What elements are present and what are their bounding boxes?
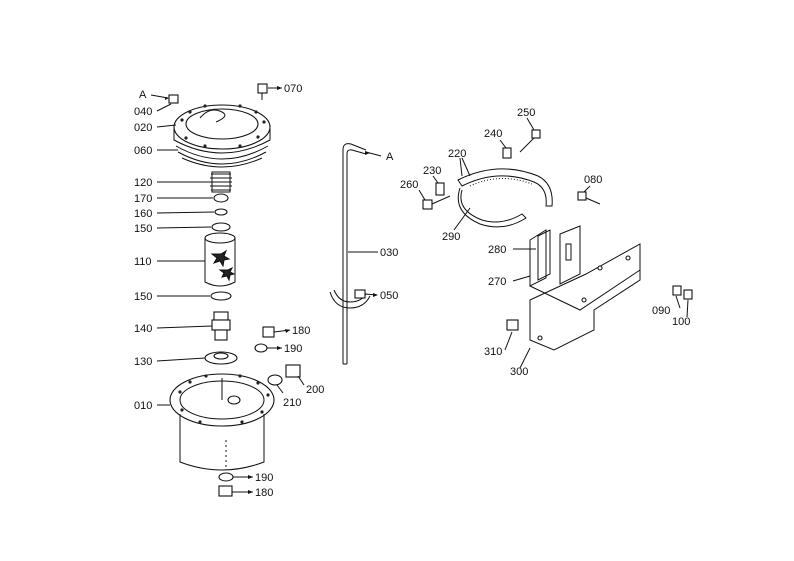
label-080: 080 — [584, 174, 602, 186]
label-120: 120 — [134, 177, 152, 189]
label-270: 270 — [488, 276, 506, 288]
label-010: 010 — [134, 400, 152, 412]
label-020: 020 — [134, 122, 152, 134]
label-090: 090 — [652, 305, 670, 317]
bolt-250 — [519, 129, 541, 153]
label-040: 040 — [134, 106, 152, 118]
packing-130 — [204, 351, 238, 365]
arrow-180b — [248, 490, 253, 494]
label-180b: 180 — [255, 487, 273, 499]
label-260: 260 — [400, 179, 418, 191]
washer-160 — [214, 208, 228, 216]
nut-240 — [502, 147, 512, 159]
label-110: 110 — [134, 256, 152, 268]
label-150b: 150 — [134, 291, 152, 303]
oring-150a — [211, 222, 231, 232]
oring-150b — [210, 291, 232, 301]
pipe-030 — [342, 143, 367, 365]
bolt-180a — [262, 326, 275, 338]
label-a-top: A — [139, 89, 147, 101]
arrow-050 — [373, 293, 378, 297]
label-190b: 190 — [255, 472, 273, 484]
label-310: 310 — [484, 346, 502, 358]
label-280: 280 — [488, 244, 506, 256]
label-100: 100 — [672, 316, 690, 328]
bolt-260 — [422, 195, 451, 210]
arrow-180a — [285, 329, 290, 333]
arrow-190a — [277, 346, 282, 350]
bolt-100 — [683, 289, 693, 300]
nipple-140 — [211, 311, 231, 341]
label-a-pipe: A — [386, 151, 394, 163]
label-140: 140 — [134, 323, 152, 335]
label-220: 220 — [448, 148, 466, 160]
filter-110 — [204, 232, 236, 287]
arrow-a-top — [165, 97, 169, 100]
label-250: 250 — [517, 107, 535, 119]
tank-010 — [169, 373, 275, 471]
label-230: 230 — [423, 165, 441, 177]
label-030: 030 — [380, 247, 398, 259]
bolt-070 — [257, 83, 268, 100]
arrow-070 — [277, 86, 282, 90]
label-190a: 190 — [284, 343, 302, 355]
bolt-080 — [577, 191, 601, 205]
gasket-210 — [267, 374, 283, 386]
plug-200 — [285, 364, 301, 378]
label-050: 050 — [380, 290, 398, 302]
washer-190a — [254, 343, 268, 353]
arrow-a-pipe — [365, 151, 370, 155]
label-130: 130 — [134, 356, 152, 368]
label-300: 300 — [510, 366, 528, 378]
clamp-050 — [329, 289, 371, 309]
bracket-270 — [529, 225, 641, 311]
label-150a: 150 — [134, 223, 152, 235]
plate-300 — [529, 243, 641, 351]
bolt-040 — [168, 94, 179, 104]
bolt-180b — [218, 485, 233, 497]
label-180a: 180 — [292, 325, 310, 337]
nut-090 — [672, 285, 682, 296]
label-240: 240 — [484, 128, 502, 140]
label-290: 290 — [442, 231, 460, 243]
label-170: 170 — [134, 193, 152, 205]
spring-120 — [210, 171, 232, 193]
label-060: 060 — [134, 145, 152, 157]
arrow-190b — [248, 475, 253, 479]
bolt-310 — [506, 319, 519, 331]
strap-220 — [457, 168, 553, 228]
cover-020 — [173, 104, 271, 154]
label-160: 160 — [134, 208, 152, 220]
bracket-280 — [537, 229, 572, 281]
gasket-060 — [175, 145, 269, 168]
label-200: 200 — [306, 384, 324, 396]
washer-170 — [213, 193, 229, 203]
label-210: 210 — [283, 397, 301, 409]
washer-190b — [218, 472, 234, 482]
label-070: 070 — [284, 83, 302, 95]
nut-230 — [435, 182, 445, 196]
